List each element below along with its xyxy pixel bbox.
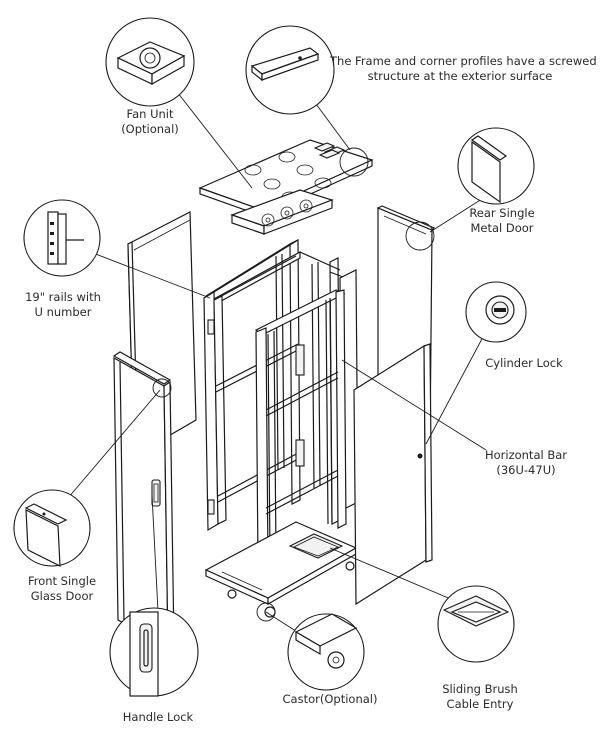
label-handle-lock: Handle Lock <box>122 710 194 724</box>
leader-lines <box>61 69 497 651</box>
callout-rear-door <box>457 127 535 205</box>
callout-castor <box>287 613 365 691</box>
label-sliding-brush: Sliding Brush Cable Entry <box>442 682 518 711</box>
callout-sliding-brush <box>437 585 515 663</box>
cabinet-base <box>204 521 358 618</box>
callout-front-door <box>13 489 91 567</box>
label-19-rails: 19" rails with U number <box>25 290 101 319</box>
side-metal-door <box>353 343 433 606</box>
callout-handle-lock <box>109 607 199 697</box>
detail-markers <box>152 147 435 622</box>
label-horizontal-bar: Horizontal Bar (36U-47U) <box>484 448 568 477</box>
front-glass-door <box>112 351 175 650</box>
fan-tray <box>230 189 334 235</box>
label-castor: Castor(Optional) <box>282 692 378 706</box>
label-front-door: Front Single Glass Door <box>27 574 97 603</box>
callout-fan-unit <box>105 17 195 107</box>
callout-cylinder-lock <box>465 281 527 343</box>
label-fan-unit: Fan Unit (Optional) <box>121 107 179 136</box>
callout-19-rails <box>23 199 101 277</box>
label-frame-profiles: The Frame and corner profiles have a scr… <box>330 54 597 83</box>
label-cylinder-lock: Cylinder Lock <box>485 356 563 370</box>
front-frame <box>207 289 347 565</box>
label-rear-door: Rear Single Metal Door <box>469 206 535 235</box>
callout-frame-profile <box>245 25 335 115</box>
cabinet-frame <box>203 239 359 532</box>
